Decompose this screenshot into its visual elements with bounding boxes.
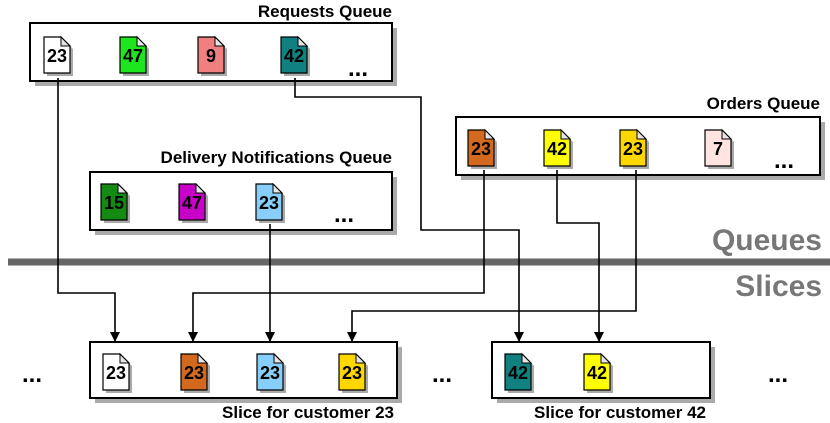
requests-queue: Requests Queue 23 47 9 42 ... xyxy=(29,2,397,86)
message-doc: 23 xyxy=(619,128,649,169)
slice-42-messages: 42 42 xyxy=(504,352,613,393)
delivery-queue-more: ... xyxy=(334,201,354,228)
message-doc-fold xyxy=(484,128,496,140)
requests-queue-more: ... xyxy=(348,55,368,82)
message-doc: 23 xyxy=(255,182,285,223)
message-doc-fold xyxy=(136,35,148,47)
message-doc-label: 42 xyxy=(508,363,528,383)
message-doc-fold xyxy=(521,352,533,364)
message-doc-fold xyxy=(636,128,648,140)
message-doc: 23 xyxy=(102,352,132,393)
message-doc: 42 xyxy=(504,352,534,393)
slice-23-messages: 23 23 23 23 xyxy=(102,352,368,393)
message-doc: 23 xyxy=(180,352,210,393)
message-doc: 47 xyxy=(119,35,149,76)
message-doc: 7 xyxy=(704,128,734,169)
message-doc-fold xyxy=(197,352,209,364)
message-doc-fold xyxy=(560,128,572,140)
message-doc: 23 xyxy=(43,35,73,76)
message-doc-fold xyxy=(60,35,72,47)
message-doc-fold xyxy=(721,128,733,140)
message-doc-fold xyxy=(117,182,129,194)
orders-queue-more: ... xyxy=(774,147,794,174)
message-doc-label: 23 xyxy=(47,46,67,66)
route-arrow xyxy=(57,78,120,342)
message-doc-fold xyxy=(272,182,284,194)
requests-queue-messages: 23 47 9 42 xyxy=(43,35,310,76)
message-doc-label: 42 xyxy=(284,46,304,66)
message-doc-label: 23 xyxy=(342,363,362,383)
message-doc-label: 23 xyxy=(623,139,643,159)
message-doc-label: 9 xyxy=(206,46,216,66)
slices-section-label: Slices xyxy=(735,270,822,303)
message-doc-fold xyxy=(119,352,131,364)
slice-42-title: Slice for customer 42 xyxy=(534,403,706,422)
orders-queue-title: Orders Queue xyxy=(707,94,820,113)
queues-section-label: Queues xyxy=(712,224,822,257)
message-doc-label: 47 xyxy=(182,193,202,213)
message-doc-label: 47 xyxy=(123,46,143,66)
slices-right-more: ... xyxy=(768,361,788,388)
message-doc-label: 42 xyxy=(547,139,567,159)
message-doc-label: 15 xyxy=(104,193,124,213)
message-doc: 42 xyxy=(280,35,310,76)
message-doc: 23 xyxy=(338,352,368,393)
message-doc: 23 xyxy=(467,128,497,169)
orders-queue: Orders Queue 23 42 23 7 ... xyxy=(455,94,825,180)
orders-queue-messages: 23 42 23 7 xyxy=(467,128,734,169)
message-doc: 47 xyxy=(178,182,208,223)
slices-left-more: ... xyxy=(22,361,42,388)
message-doc: 42 xyxy=(583,352,613,393)
delivery-queue-title: Delivery Notifications Queue xyxy=(161,148,392,167)
message-doc-fold xyxy=(297,35,309,47)
message-doc-label: 23 xyxy=(259,193,279,213)
message-doc-fold xyxy=(273,352,285,364)
slice-23-title: Slice for customer 23 xyxy=(222,403,394,422)
message-doc: 15 xyxy=(100,182,130,223)
message-doc-label: 42 xyxy=(587,363,607,383)
message-doc-fold xyxy=(355,352,367,364)
slice-customer-23: Slice for customer 23 23 23 23 23 xyxy=(89,341,402,422)
route-arrow xyxy=(556,170,604,342)
message-doc: 23 xyxy=(256,352,286,393)
route-arrow xyxy=(347,170,637,342)
route-arrow xyxy=(188,170,485,342)
delivery-queue-box xyxy=(89,171,393,231)
message-doc-fold xyxy=(214,35,226,47)
message-doc-label: 7 xyxy=(713,139,723,159)
message-doc-label: 23 xyxy=(106,363,126,383)
routing-arrows xyxy=(57,78,637,342)
message-doc: 9 xyxy=(197,35,227,76)
slices-middle-more: ... xyxy=(432,361,452,388)
delivery-queue-messages: 15 47 23 xyxy=(100,182,285,223)
message-doc-label: 23 xyxy=(260,363,280,383)
message-doc-label: 23 xyxy=(471,139,491,159)
requests-queue-title: Requests Queue xyxy=(258,2,392,21)
slice-customer-42: Slice for customer 42 42 42 xyxy=(491,341,715,422)
message-doc-label: 23 xyxy=(184,363,204,383)
delivery-notifications-queue: Delivery Notifications Queue 15 47 23 ..… xyxy=(89,148,397,235)
message-doc-fold xyxy=(600,352,612,364)
message-doc-fold xyxy=(195,182,207,194)
message-doc: 42 xyxy=(543,128,573,169)
route-arrow xyxy=(294,78,524,342)
